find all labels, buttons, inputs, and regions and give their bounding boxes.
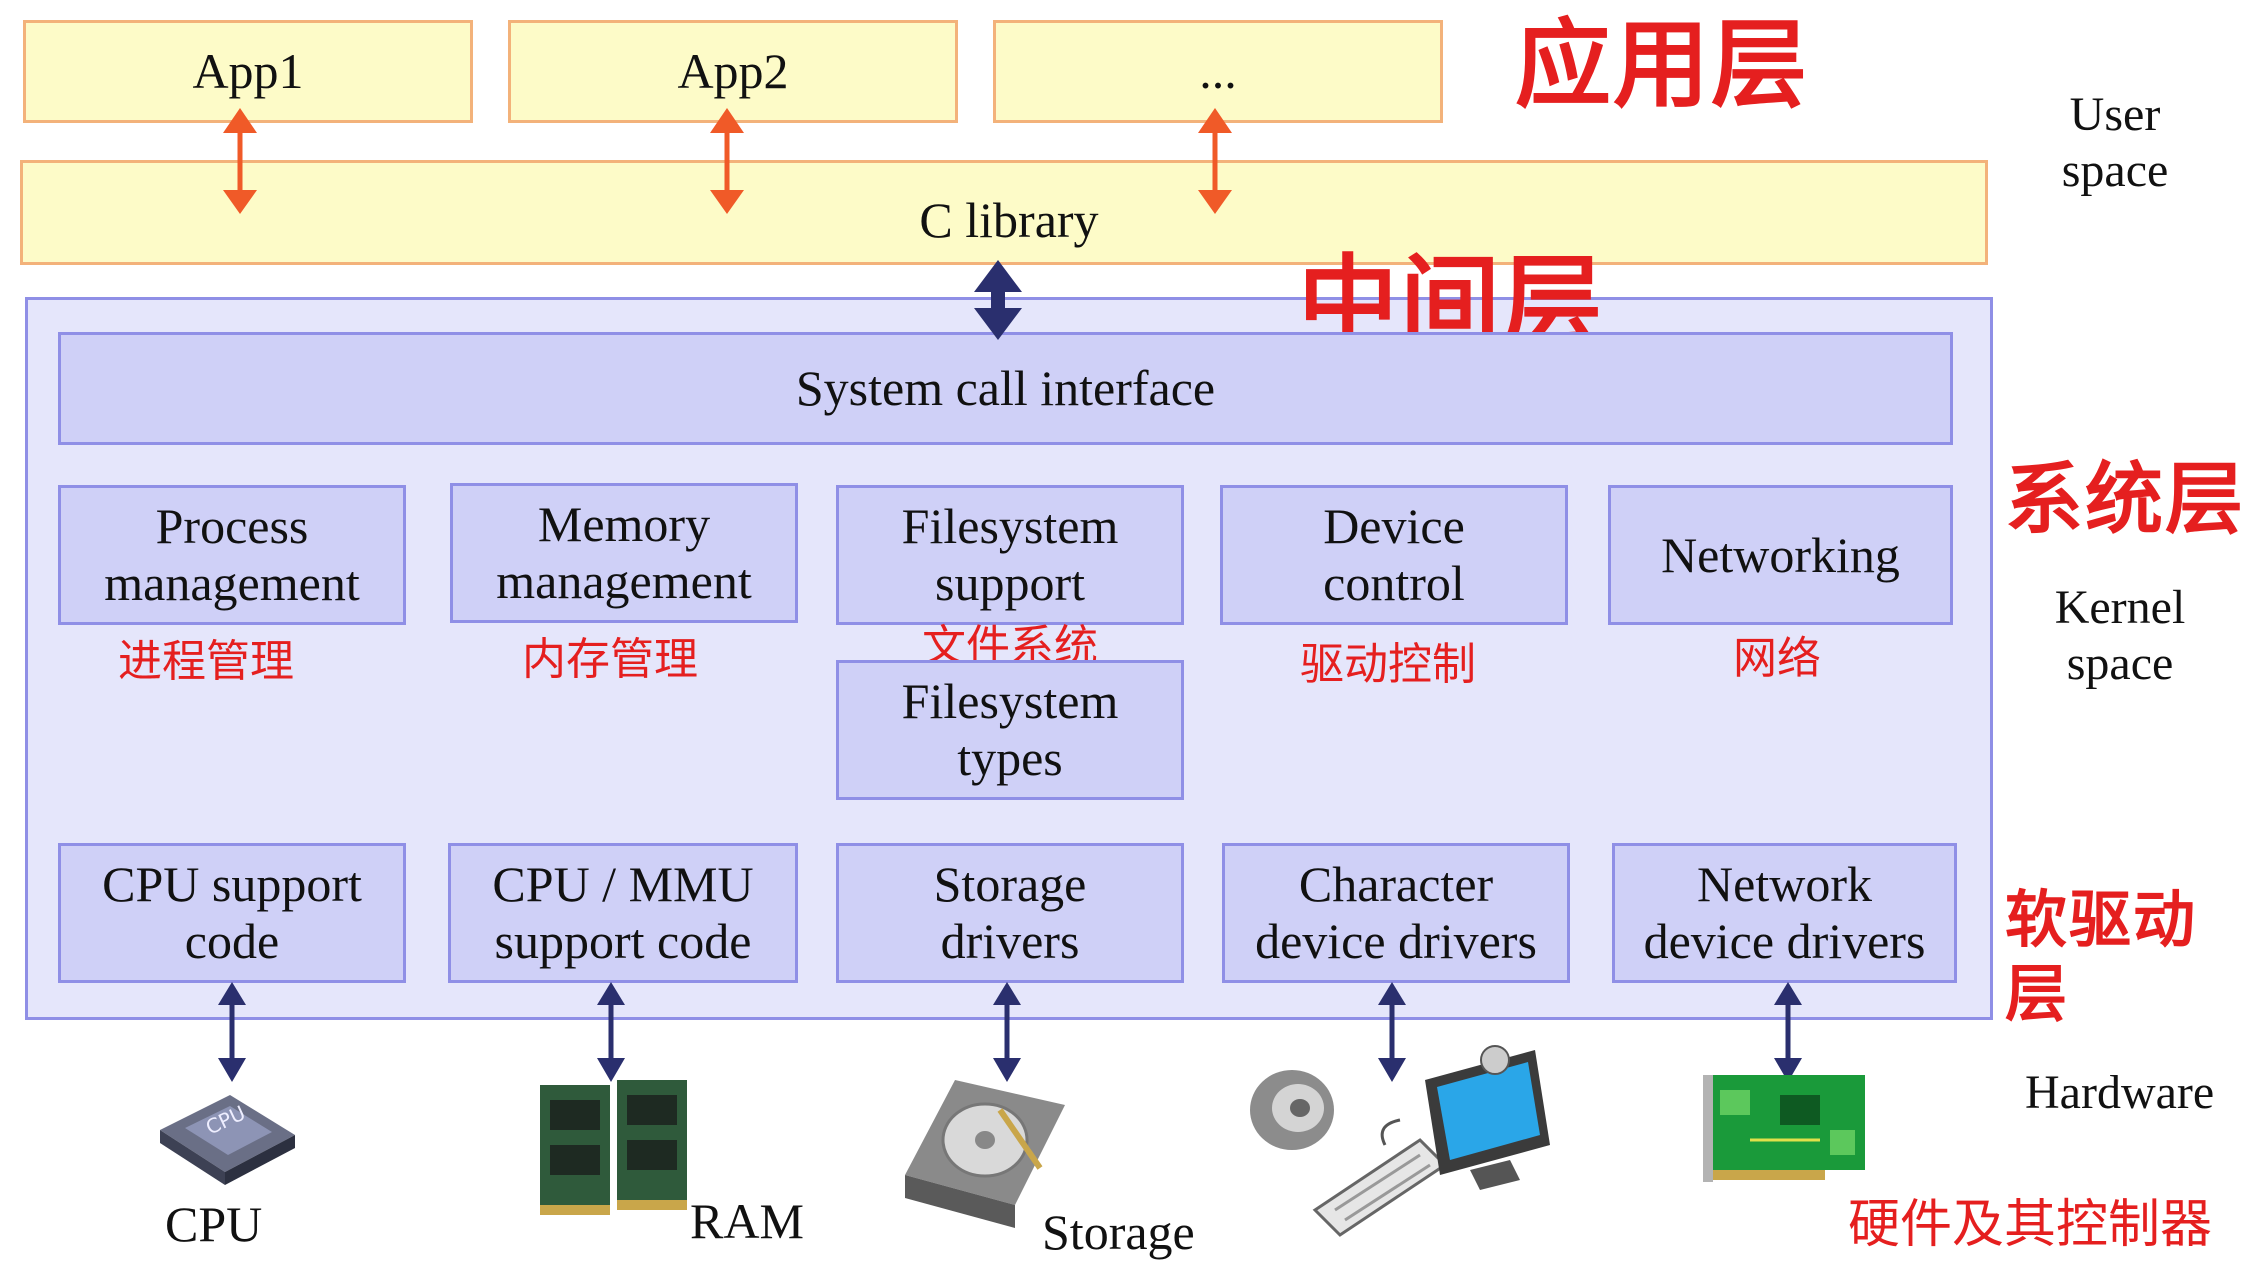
cpu-mmu-support-code-label: CPU / MMU support code	[492, 856, 754, 969]
app-more-label: ...	[1199, 43, 1237, 99]
hardware-label: Hardware	[2025, 1066, 2215, 1119]
app1-label: App1	[192, 43, 304, 99]
networking-box: Networking	[1608, 485, 1953, 625]
clib-syscall-arrow	[974, 260, 1022, 340]
network-device-drivers-label: Network device drivers	[1643, 856, 1926, 969]
storage-drivers-box: Storage drivers	[836, 843, 1184, 983]
c-library-box: C library	[20, 160, 1988, 265]
process-management-box: Process management	[58, 485, 406, 625]
net-driver-arrow	[1774, 982, 1802, 1082]
storage-hw-label: Storage	[1042, 1204, 1195, 1260]
hard-disk-icon	[905, 1080, 1065, 1228]
cpu-support-code-box: CPU support code	[58, 843, 406, 983]
character-device-drivers-box: Character device drivers	[1222, 843, 1570, 983]
kernel-space-label: Kernel space	[2054, 581, 2186, 690]
network-card-icon	[1703, 1075, 1865, 1182]
app-more-clib-arrow	[1198, 108, 1232, 214]
app-more-box: ...	[993, 20, 1443, 123]
filesystem-support-box: Filesystem support	[836, 485, 1184, 625]
device-control-cn-label: 驱动控制	[1300, 639, 1476, 690]
syscall-interface-label: System call interface	[795, 360, 1216, 416]
memory-management-label: Memory management	[496, 496, 752, 609]
process-management-cn-label: 进程管理	[118, 636, 294, 687]
app1-box: App1	[23, 20, 473, 123]
network-device-drivers-box: Network device drivers	[1612, 843, 1957, 983]
hardware-cn-label: 硬件及其控制器	[1848, 1195, 2213, 1255]
ram-driver-arrow	[597, 982, 625, 1082]
device-control-label: Device control	[1323, 498, 1465, 611]
ram-module-icon	[540, 1080, 687, 1215]
memory-management-cn-label: 内存管理	[522, 634, 698, 685]
memory-management-box: Memory management	[450, 483, 798, 623]
cpu-support-code-label: CPU support code	[102, 856, 362, 969]
app2-label: App2	[677, 43, 789, 99]
filesystem-types-box: Filesystem types	[836, 660, 1184, 800]
filesystem-types-label: Filesystem types	[901, 673, 1119, 786]
speaker-icon	[1250, 1070, 1334, 1150]
cpu-mmu-support-code-box: CPU / MMU support code	[448, 843, 798, 983]
char-driver-arrow	[1378, 982, 1406, 1082]
cpu-chip-icon: CPU	[160, 1095, 295, 1185]
networking-label: Networking	[1661, 526, 1900, 583]
app2-clib-arrow	[710, 108, 744, 214]
c-library-label: C library	[919, 191, 1099, 248]
app-layer-cn-label: 应用层	[1515, 9, 1809, 121]
ram-hw-label: RAM	[690, 1193, 804, 1249]
storage-drivers-label: Storage drivers	[933, 856, 1087, 969]
cpu-driver-arrow	[218, 982, 246, 1082]
keyboard-icon	[1312, 1118, 1448, 1237]
monitor-icon	[1425, 1045, 1550, 1190]
device-control-box: Device control	[1220, 485, 1568, 625]
networking-cn-label: 网络	[1733, 633, 1821, 684]
system-layer-cn-label: 系统层	[2005, 455, 2246, 545]
process-management-label: Process management	[104, 498, 360, 611]
cpu-hw-label: CPU	[165, 1196, 263, 1252]
syscall-interface-box: System call interface	[58, 332, 1953, 445]
filesystem-support-label: Filesystem support	[901, 498, 1119, 611]
driver-layer-cn-label: 软驱动层	[2005, 883, 2198, 1030]
user-space-label: User space	[2061, 88, 2169, 197]
storage-driver-arrow	[993, 982, 1021, 1082]
character-device-drivers-label: Character device drivers	[1255, 856, 1537, 969]
app1-clib-arrow	[223, 108, 257, 214]
